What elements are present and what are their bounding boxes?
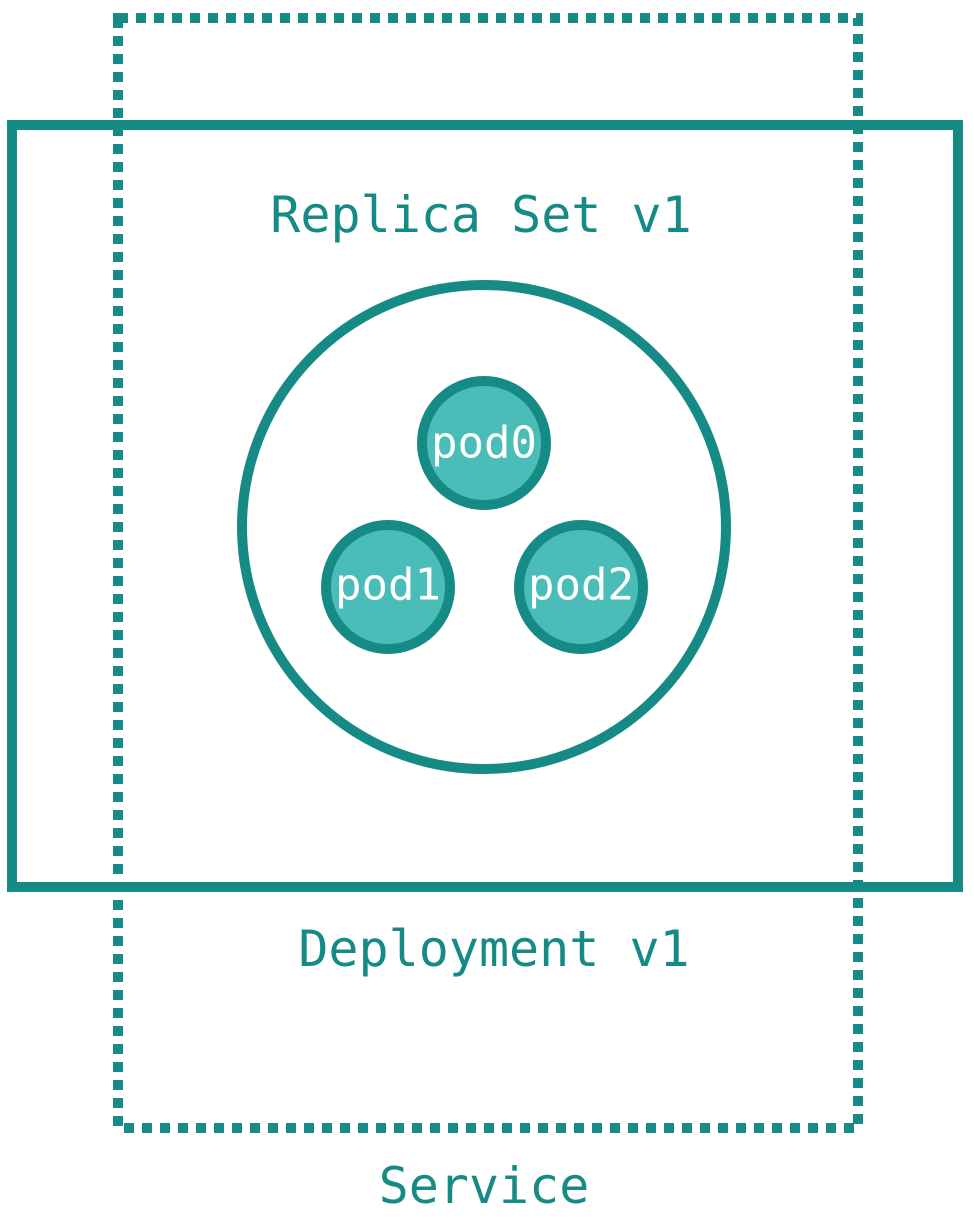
service-box bbox=[113, 13, 863, 1133]
pod-2: pod2 bbox=[514, 520, 648, 654]
pod-1-circle bbox=[321, 520, 455, 654]
deployment-box bbox=[7, 120, 963, 892]
deployment-label: Deployment v1 bbox=[298, 920, 689, 978]
pod-0-circle bbox=[417, 376, 551, 510]
pod-1-label: pod1 bbox=[335, 560, 441, 611]
replica-set-circle bbox=[237, 280, 731, 774]
pod-2-circle bbox=[514, 520, 648, 654]
replica-set-label: Replica Set v1 bbox=[270, 186, 691, 244]
pod-0: pod0 bbox=[417, 376, 551, 510]
pod-2-label: pod2 bbox=[528, 560, 634, 611]
pod-0-label: pod0 bbox=[431, 418, 537, 469]
service-label: Service bbox=[379, 1157, 590, 1215]
pod-1: pod1 bbox=[321, 520, 455, 654]
